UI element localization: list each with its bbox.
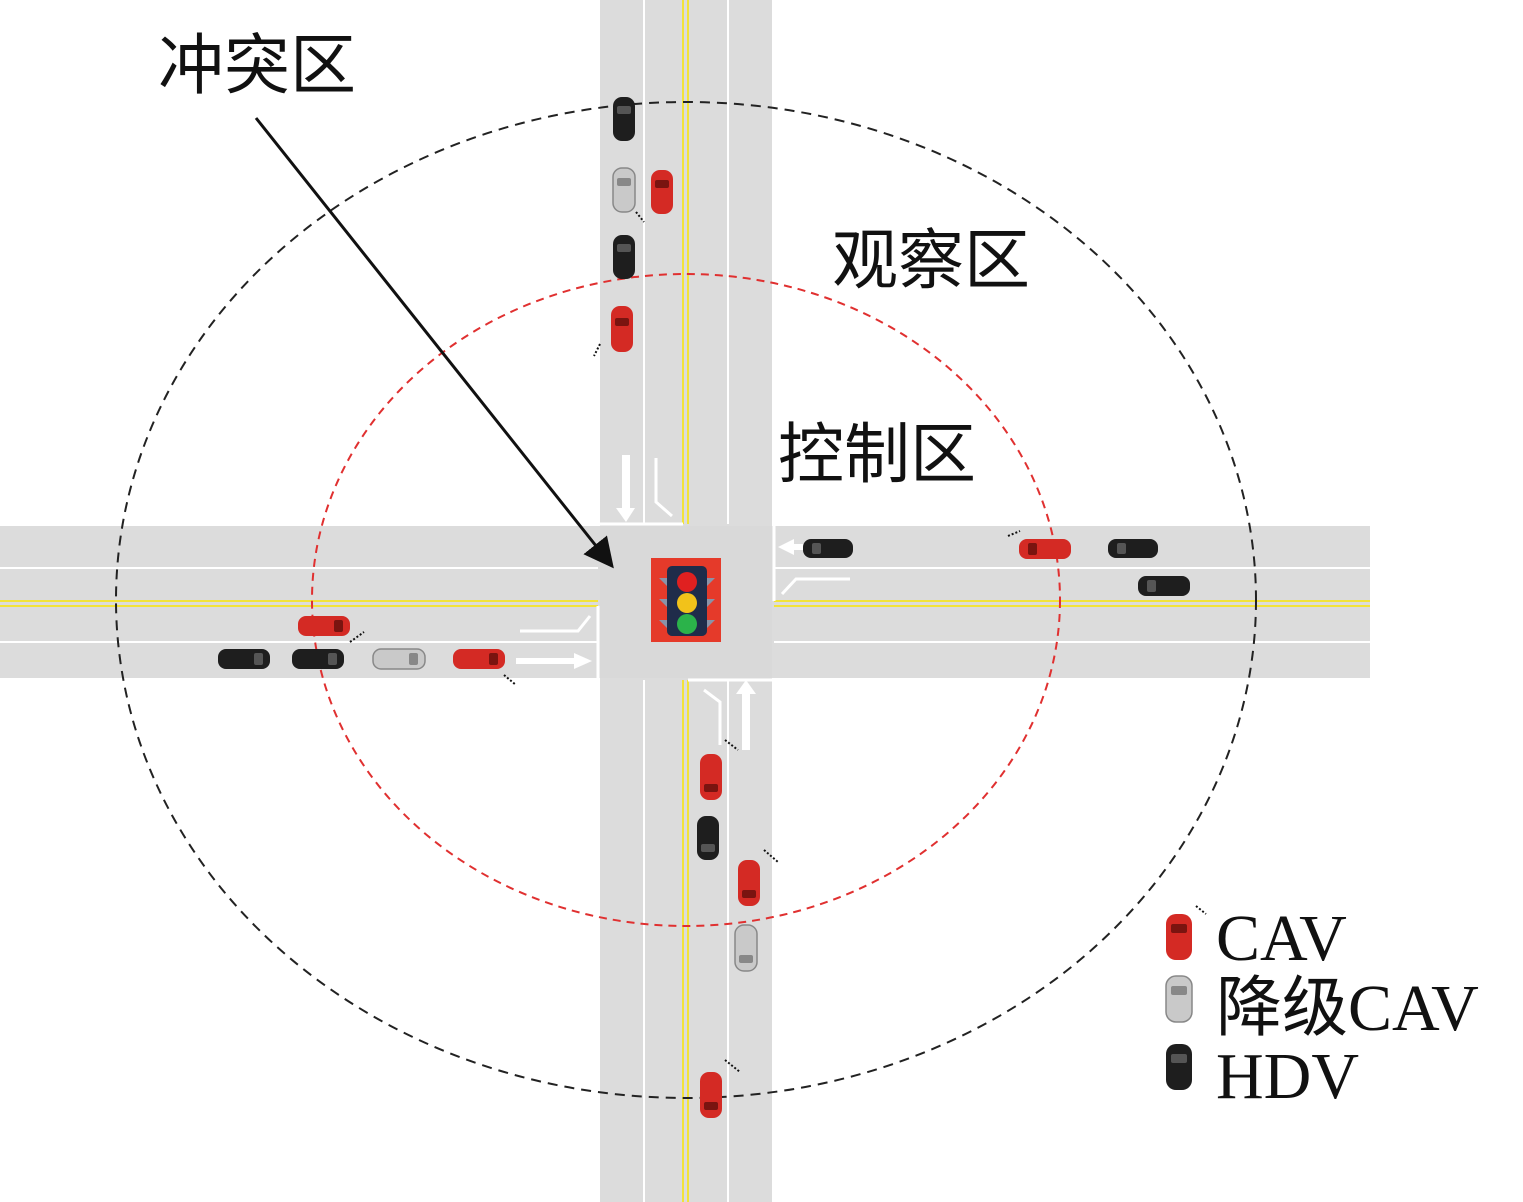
vehicle-hdv: [803, 539, 853, 558]
gray-car-icon: [1165, 975, 1193, 1023]
vehicle-cav: [453, 649, 517, 686]
legend-label-cav: CAV: [1216, 902, 1347, 975]
legend-item-cav: CAV: [1166, 902, 1347, 975]
vertical-center-line: [682, 0, 689, 1202]
red-car-icon: [1166, 905, 1207, 960]
vehicle-cav: [738, 849, 779, 906]
control-zone-label: 控制区: [778, 416, 976, 493]
arrow-left-turn-south-icon: [703, 688, 722, 745]
vehicle-degraded-cav: [372, 648, 426, 670]
vehicle-cav: [700, 739, 739, 800]
vehicle-degraded-cav: [612, 167, 645, 223]
vehicle-hdv: [1108, 539, 1158, 558]
arrow-straight-north-icon: [736, 680, 756, 750]
black-car-icon: [1166, 1044, 1192, 1090]
legend-item-hdv: HDV: [1166, 1040, 1359, 1113]
vehicle-degraded-cav: [734, 924, 758, 972]
arrow-straight-east-icon: [516, 653, 592, 669]
vertical-lane-lines: [643, 0, 729, 1202]
vehicle-hdv: [218, 649, 270, 669]
vehicle-hdv: [613, 97, 635, 141]
observation-zone-label: 观察区: [832, 222, 1030, 299]
legend-item-degraded-cav: 降级CAV: [1165, 972, 1479, 1045]
legend: CAV 降级CAV HDV: [1165, 902, 1479, 1113]
legend-label-hdv: HDV: [1216, 1040, 1359, 1113]
vehicle-cav: [593, 306, 633, 357]
signal-green-light: [677, 614, 697, 634]
vehicle-hdv: [292, 649, 344, 669]
vehicle-cav: [298, 616, 365, 643]
arrow-straight-south-icon: [616, 455, 635, 522]
arrow-left-turn-north-icon: [654, 458, 673, 518]
vehicle-hdv: [613, 235, 635, 279]
vehicle-cav: [651, 170, 673, 214]
vehicle-cav: [700, 1059, 741, 1118]
conflict-zone-pointer-arrow: [254, 117, 614, 569]
arrow-left-turn-east-icon: [780, 577, 850, 596]
conflict-zone-label: 冲突区: [158, 27, 356, 104]
signal-red-light: [677, 572, 697, 592]
control-zone-boundary: [311, 273, 1061, 927]
vehicle-cav: [1007, 530, 1071, 559]
horizontal-center-line: [0, 600, 1370, 607]
vehicle-hdv: [697, 816, 719, 860]
observation-zone-boundary: [115, 101, 1257, 1099]
signal-yellow-light: [677, 593, 697, 613]
legend-label-degraded-cav: 降级CAV: [1216, 972, 1479, 1045]
vehicle-hdv: [1138, 576, 1190, 596]
arrow-left-turn-west-icon: [520, 615, 592, 633]
traffic-signal-icon: [651, 558, 721, 642]
stop-lines: [596, 522, 776, 682]
horizontal-lane-lines: [0, 567, 1370, 643]
vehicles: [218, 97, 1190, 1118]
